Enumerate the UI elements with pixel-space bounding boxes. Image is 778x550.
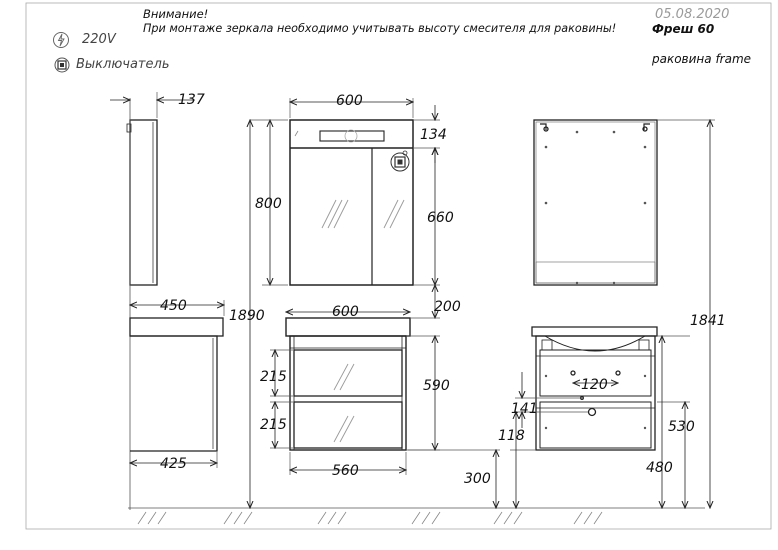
model-name: Фреш 60: [652, 22, 715, 36]
dim-cabinet-mount-height: 480: [646, 460, 673, 476]
dim-drawer-1-height: 215: [260, 369, 287, 385]
back-view-mirror: [533, 119, 658, 286]
floor-hatches: [137, 511, 603, 525]
dim-total-height-right: 1841: [690, 313, 726, 329]
mounting-holes: [544, 130, 647, 285]
dim-cabinet-depth: 450: [160, 298, 187, 314]
side-view-mirror: [126, 119, 158, 286]
power-label: 220V: [82, 32, 116, 47]
switch-label: Выключатель: [76, 57, 170, 72]
cabinet-holes: [544, 374, 647, 430]
dim-cabinet-front-height: 590: [423, 378, 450, 394]
front-view-sink-cabinet: [285, 317, 411, 451]
dim-pipe-spacing: 120: [581, 377, 608, 393]
switch-marker: [390, 150, 410, 172]
dim-drawer-2-height: 215: [260, 417, 287, 433]
warning-text: При монтаже зеркала необходимо учитывать…: [143, 22, 617, 35]
dim-mirror-height: 800: [255, 196, 282, 212]
dim-mirror-door-height: 660: [427, 210, 454, 226]
dim-cabinet-height-right: 530: [668, 419, 695, 435]
lightning-circle-icon: [52, 31, 70, 49]
dim-mirror-depth: 137: [178, 92, 205, 108]
dim-cabinet-body-depth: 425: [160, 456, 187, 472]
dim-cabinet-inner-width: 560: [332, 463, 359, 479]
dim-gap-to-cabinet: 200: [434, 299, 461, 315]
dim-total-height-left: 1890: [229, 308, 265, 324]
dim-mirror-width: 600: [336, 93, 363, 109]
switch-square-icon: [54, 57, 70, 73]
front-view-mirror-cabinet: [289, 119, 414, 286]
mirror-glare-lines: [321, 199, 405, 229]
dim-floor-gap: 300: [464, 471, 491, 487]
sink-name: раковина frame: [652, 52, 752, 66]
warning-title: Внимание!: [143, 7, 209, 21]
drawer-glare-lines: [333, 363, 355, 443]
page-frame: [25, 2, 772, 530]
dim-cabinet-width-top: 600: [332, 304, 359, 320]
dim-lower-hole: 118: [498, 428, 525, 444]
dim-mirror-top-panel: 134: [420, 127, 447, 143]
drawing-date: 05.08.2020: [655, 7, 730, 22]
dim-upper-hole: 141: [511, 401, 538, 417]
side-view-cabinet: [129, 317, 224, 452]
